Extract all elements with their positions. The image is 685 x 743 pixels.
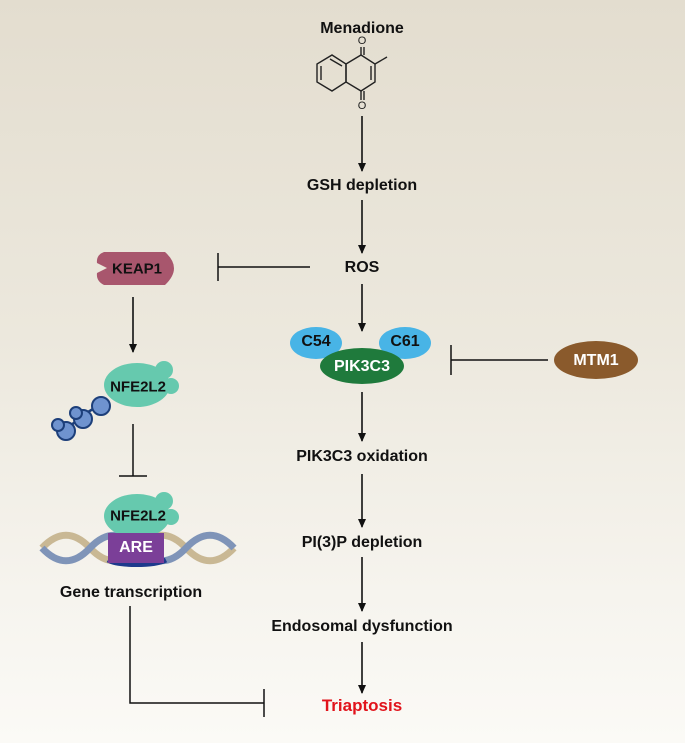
inhibition-nfe2l2-transcription bbox=[119, 424, 147, 477]
endosomal-dysfunction-label: Endosomal dysfunction bbox=[271, 618, 453, 635]
inhibition-transcription-triaptosis bbox=[129, 606, 265, 717]
nfe2l2-bottom-shape bbox=[104, 492, 179, 538]
keap1-shape bbox=[96, 252, 174, 285]
pi3p-depletion-label: PI(3)P depletion bbox=[301, 534, 423, 551]
keap1-label: KEAP1 bbox=[111, 260, 163, 278]
o-bottom-atom: O bbox=[358, 100, 367, 112]
gene-transcription-label: Gene transcription bbox=[59, 584, 203, 601]
ros-label: ROS bbox=[344, 259, 380, 276]
ubiquitin-chain-icon bbox=[51, 396, 111, 441]
c54-shape bbox=[290, 327, 342, 359]
c61-shape bbox=[379, 327, 431, 359]
nfe2l2-top-label: NFE2L2 bbox=[110, 378, 166, 396]
mtm1-shape bbox=[554, 341, 638, 379]
o-top-atom: O bbox=[358, 35, 367, 47]
pik3c3-oxidation-label: PIK3C3 oxidation bbox=[296, 448, 428, 465]
inhibition-mtm1-pik3c3 bbox=[450, 345, 548, 375]
menadione-structure-icon bbox=[316, 47, 388, 100]
mtm1-label: MTM1 bbox=[573, 352, 619, 369]
are-label: ARE bbox=[119, 539, 153, 556]
nfe2l2-top-shape bbox=[104, 361, 179, 407]
c61-label: C61 bbox=[390, 333, 420, 350]
are-box bbox=[108, 533, 164, 563]
c54-label: C54 bbox=[301, 333, 331, 350]
pik3c3-label: PIK3C3 bbox=[333, 358, 391, 375]
nfe2l2-bottom-label: NFE2L2 bbox=[110, 507, 166, 525]
triaptosis-label: Triaptosis bbox=[321, 696, 403, 715]
pik3c3-shape bbox=[320, 348, 404, 384]
gsh-depletion-label: GSH depletion bbox=[306, 177, 418, 194]
menadione-label: Menadione bbox=[320, 20, 404, 37]
inhibition-ros-keap1 bbox=[217, 253, 310, 281]
